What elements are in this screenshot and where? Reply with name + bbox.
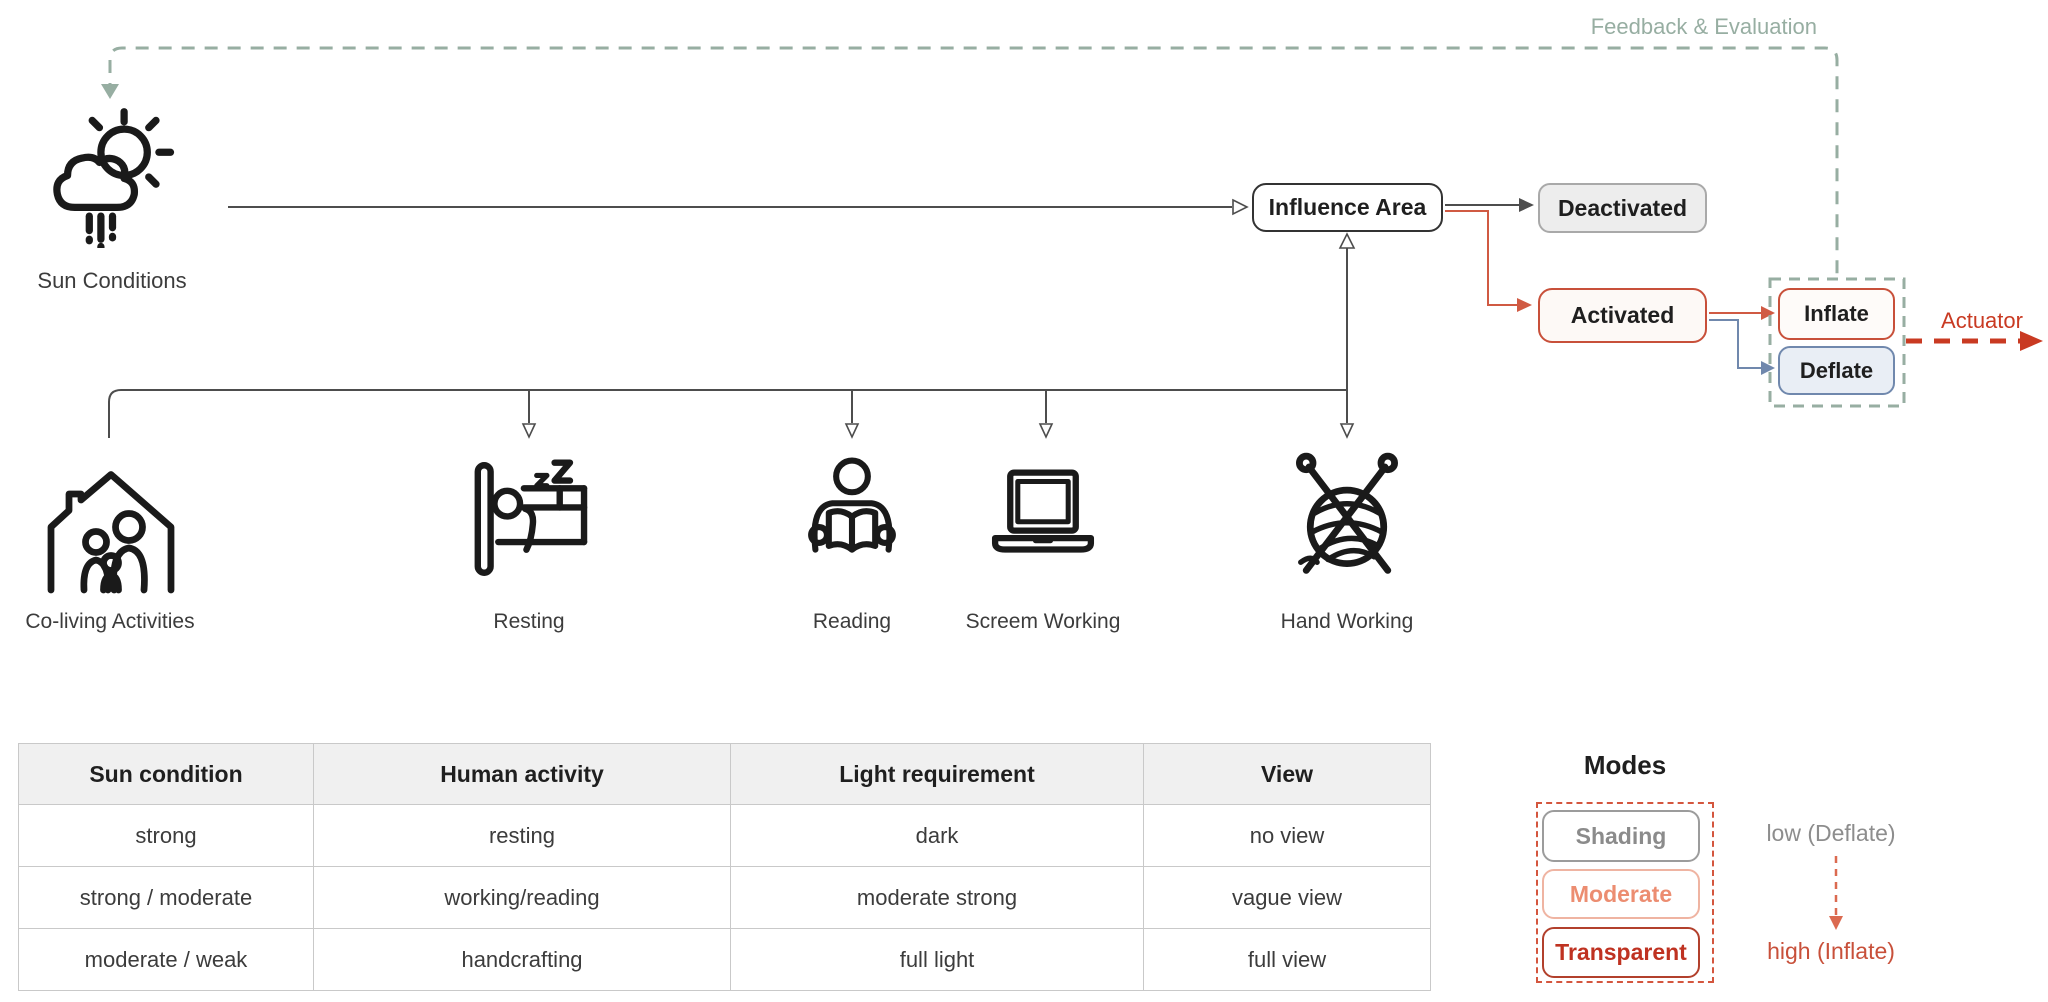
- sun-activity-table: Sun condition Human activity Light requi…: [18, 743, 1431, 991]
- actuator-label: Actuator: [1941, 308, 2023, 333]
- sun-conditions-icon: [40, 103, 185, 248]
- deactivated-node: Deactivated: [1538, 183, 1707, 233]
- activated-node: Activated: [1538, 288, 1707, 343]
- resting-icon: [465, 455, 593, 583]
- table-cell: full light: [730, 928, 1144, 991]
- table-cell: handcrafting: [313, 928, 731, 991]
- activities-branch-lines: [108, 232, 1356, 439]
- deflate-node: Deflate: [1778, 346, 1895, 395]
- mode-high-label: high (Inflate): [1767, 938, 1895, 964]
- mode-low-label: low (Deflate): [1766, 820, 1896, 846]
- influence-to-deactivated-arrow: [1445, 198, 1534, 212]
- mode-transparent: Transparent: [1542, 927, 1700, 978]
- table-header-cell: Sun condition: [18, 743, 314, 805]
- modes-dashed-box: [1536, 802, 1714, 983]
- actuator-arrow: [1906, 331, 2043, 351]
- co-living-icon: [36, 448, 186, 606]
- hand-working-icon: [1279, 448, 1415, 584]
- modes-title: Modes: [1583, 750, 1667, 780]
- table-cell: moderate / weak: [18, 928, 314, 991]
- table-header-cell: Human activity: [313, 743, 731, 805]
- table-row: strong resting dark no view: [18, 804, 1431, 867]
- activity-label: Reading: [812, 610, 892, 633]
- table-cell: strong / moderate: [18, 866, 314, 929]
- mode-range-arrow: [1829, 856, 1843, 930]
- sun-conditions-label: Sun Conditions: [37, 268, 187, 293]
- table-cell: moderate strong: [730, 866, 1144, 929]
- activated-to-deflate-arrow: [1709, 319, 1775, 375]
- feedback-evaluation-label: Feedback & Evaluation: [1590, 14, 1817, 39]
- mode-shading: Shading: [1542, 810, 1700, 862]
- activity-label: Resting: [493, 610, 565, 633]
- table-cell: full view: [1143, 928, 1431, 991]
- activity-label: Screem Working: [965, 610, 1121, 633]
- feedback-loop-arrow: [101, 46, 1839, 277]
- table-row: moderate / weak handcrafting full light …: [18, 928, 1431, 991]
- influence-area-node: Influence Area: [1252, 183, 1443, 232]
- activity-label: Hand Working: [1280, 610, 1414, 633]
- table-header-cell: View: [1143, 743, 1431, 805]
- table-cell: no view: [1143, 804, 1431, 867]
- reading-icon: [791, 452, 913, 574]
- screen-working-icon: [980, 455, 1106, 581]
- table-header-row: Sun condition Human activity Light requi…: [18, 743, 1431, 805]
- table-cell: dark: [730, 804, 1144, 867]
- table-cell: working/reading: [313, 866, 731, 929]
- activated-to-inflate-arrow: [1709, 306, 1775, 320]
- table-cell: vague view: [1143, 866, 1431, 929]
- table-header-cell: Light requirement: [730, 743, 1144, 805]
- mode-moderate: Moderate: [1542, 869, 1700, 919]
- table-cell: resting: [313, 804, 731, 867]
- sun-to-influence-line: [228, 198, 1249, 216]
- activity-label: Co-living Activities: [25, 610, 195, 633]
- table-row: strong / moderate working/reading modera…: [18, 866, 1431, 929]
- influence-to-activated-arrow: [1445, 210, 1532, 312]
- inflate-node: Inflate: [1778, 288, 1895, 340]
- table-cell: strong: [18, 804, 314, 867]
